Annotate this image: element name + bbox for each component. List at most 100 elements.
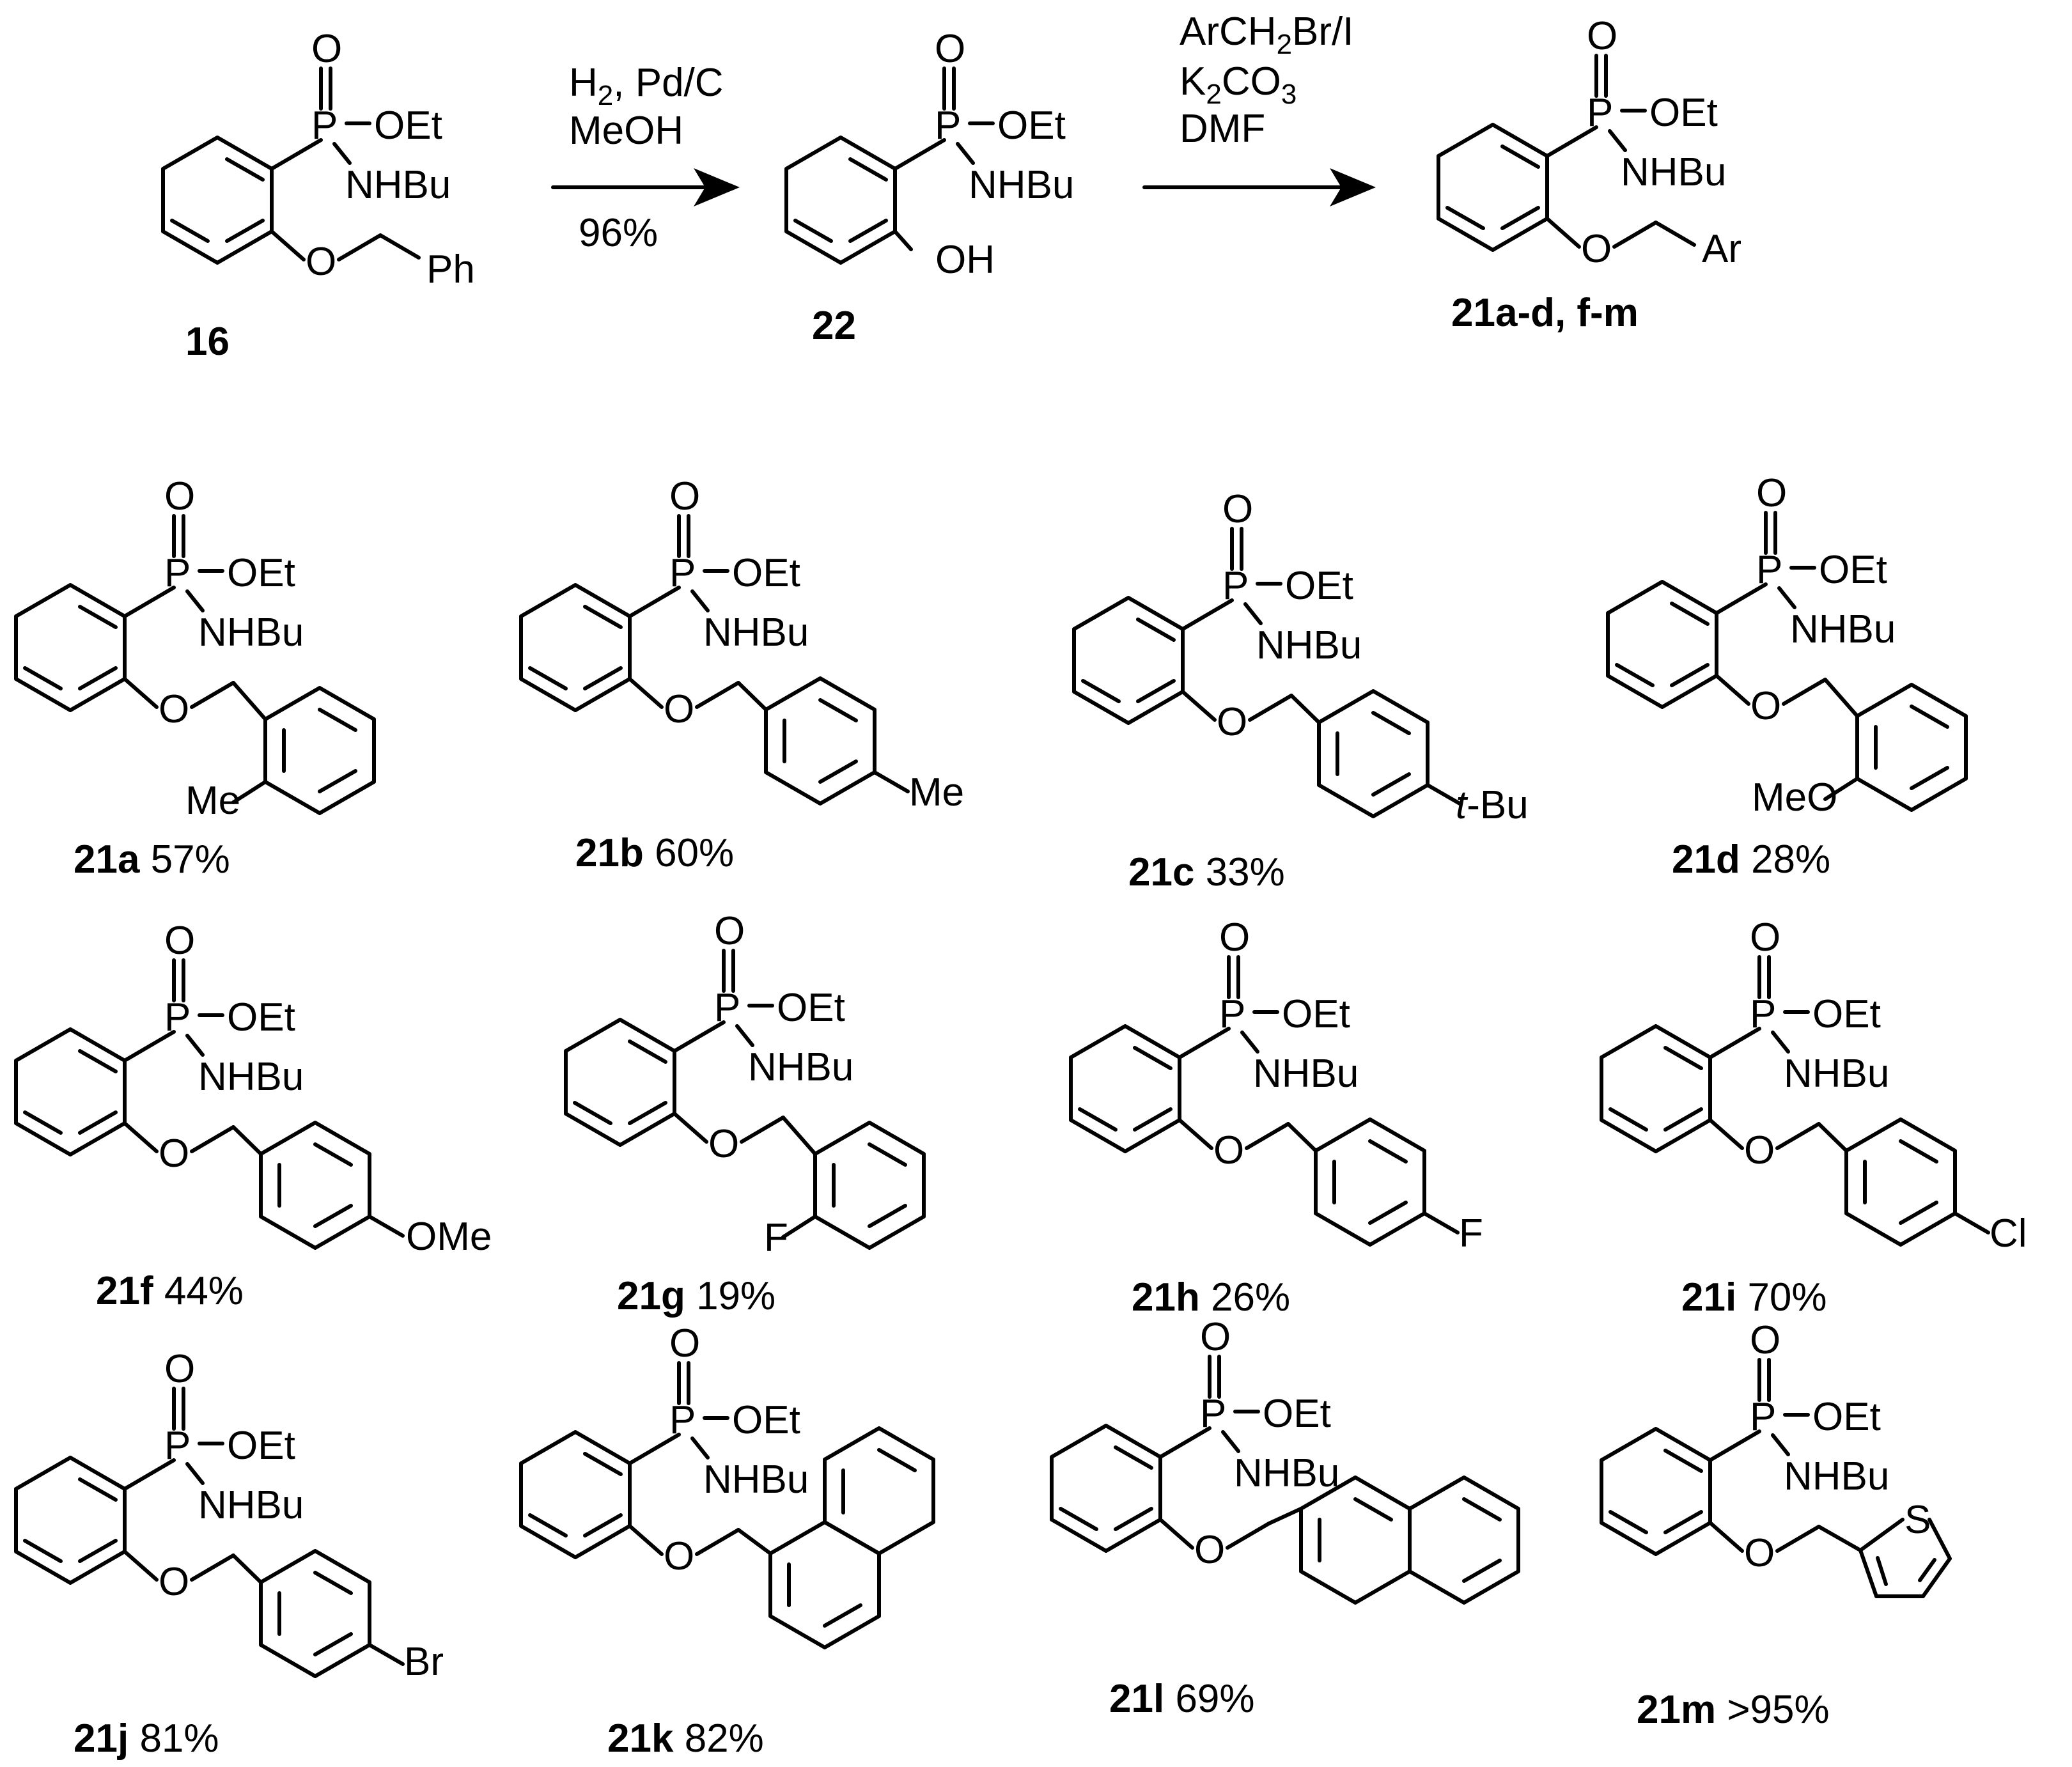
yield-step1: 96% bbox=[579, 211, 658, 255]
atom-o: O bbox=[664, 1534, 694, 1578]
atom-nhbu: NHBu bbox=[748, 1045, 853, 1089]
atom-o: O bbox=[1744, 1531, 1775, 1575]
product-21a: O P OEt NHBu O Me 21a 57% bbox=[16, 474, 374, 882]
product-label: 21k 82% bbox=[607, 1716, 764, 1761]
atom-nhbu: NHBu bbox=[1234, 1451, 1339, 1495]
atom-nhbu: NHBu bbox=[198, 611, 304, 655]
atom-oet: OEt bbox=[732, 551, 800, 595]
atom-oet: OEt bbox=[374, 104, 442, 148]
atom-nhbu: NHBu bbox=[1784, 1052, 1889, 1096]
product-21f: O P OEt NHBu O OMe 21f 44% bbox=[16, 919, 492, 1313]
atom-o: O bbox=[306, 240, 336, 284]
atom-o: O bbox=[1222, 487, 1253, 531]
product-label: 21c 33% bbox=[1128, 850, 1285, 894]
atom-nhbu: NHBu bbox=[1621, 150, 1726, 194]
product-21k: O P OEt NHBu O 21k 82% bbox=[521, 1321, 933, 1761]
atom-ph: Ph bbox=[426, 247, 475, 292]
atom-o: O bbox=[1581, 227, 1612, 271]
atom-oet: OEt bbox=[1819, 548, 1887, 592]
compound-16: O P OEt NHBu O Ph 16 bbox=[163, 27, 475, 364]
atom-o: O bbox=[159, 687, 189, 731]
atom-o: O bbox=[669, 1321, 700, 1366]
atom-nhbu: NHBu bbox=[703, 1458, 809, 1502]
atom-o: O bbox=[164, 1347, 195, 1391]
substituent: Me bbox=[185, 779, 240, 823]
compound-22: O P OEt NHBu OH 22 bbox=[786, 27, 1074, 348]
atom-o: O bbox=[1744, 1128, 1775, 1172]
product-label: 21h 26% bbox=[1132, 1275, 1290, 1319]
product-21b: O P OEt NHBu O Me 21b 60% bbox=[521, 474, 964, 875]
product-21g: O P OEt NHBu O F 21g 19% bbox=[566, 909, 924, 1318]
product-label: 21l 69% bbox=[1109, 1677, 1255, 1721]
solvent-meoh: MeOH bbox=[569, 109, 683, 153]
atom-oet: OEt bbox=[1812, 992, 1881, 1036]
product-21j: O P OEt NHBu O Br 21j 81% bbox=[16, 1347, 444, 1761]
atom-o: O bbox=[1587, 14, 1617, 58]
substituent: Me bbox=[909, 770, 964, 814]
atom-o: O bbox=[1219, 915, 1250, 960]
atom-o: O bbox=[1750, 915, 1780, 960]
substituent: t-Bu bbox=[1456, 783, 1529, 827]
substituent: Cl bbox=[1990, 1211, 2027, 1256]
atom-p: P bbox=[1219, 992, 1245, 1036]
atom-o: O bbox=[1194, 1528, 1225, 1572]
atom-oet: OEt bbox=[777, 986, 845, 1030]
atom-oet: OEt bbox=[227, 995, 295, 1039]
atom-oh: OH bbox=[935, 238, 995, 282]
arrow-step1: H2, Pd/C MeOH 96% bbox=[551, 61, 740, 255]
atom-p: P bbox=[714, 986, 740, 1030]
product-label: 21j 81% bbox=[74, 1716, 219, 1761]
atom-oet: OEt bbox=[227, 551, 295, 595]
atom-p: P bbox=[164, 551, 191, 595]
reagent-h2: H2, Pd/C bbox=[569, 61, 724, 111]
atom-nhbu: NHBu bbox=[969, 163, 1074, 207]
product-21m: O P OEt NHBu O S 21m >95% bbox=[1601, 1318, 1950, 1732]
atom-nhbu: NHBu bbox=[198, 1483, 304, 1527]
atom-p: P bbox=[1587, 91, 1613, 135]
substituent: F bbox=[764, 1216, 788, 1260]
product-21l: O P OEt NHBu O 21l 69% bbox=[1052, 1315, 1518, 1721]
atom-nhbu: NHBu bbox=[1256, 623, 1362, 667]
compound-21-general: O P OEt NHBu O Ar 21a-d, f-m bbox=[1438, 14, 1741, 335]
atom-oet: OEt bbox=[227, 1424, 295, 1468]
atom-o: O bbox=[1750, 684, 1781, 728]
product-label: 21m >95% bbox=[1637, 1688, 1830, 1732]
atom-o: O bbox=[311, 27, 342, 71]
atom-oet: OEt bbox=[1282, 992, 1350, 1036]
solvent-dmf: DMF bbox=[1180, 107, 1265, 151]
product-label: 21d 28% bbox=[1672, 837, 1830, 882]
atom-o: O bbox=[935, 27, 965, 71]
atom-oet: OEt bbox=[1649, 91, 1718, 135]
atom-o: O bbox=[708, 1122, 739, 1166]
compound-label: 21a-d, f-m bbox=[1451, 291, 1639, 335]
atom-oet: OEt bbox=[1285, 564, 1353, 608]
atom-o: O bbox=[159, 1560, 189, 1604]
atom-nhbu: NHBu bbox=[198, 1055, 304, 1099]
product-label: 21i 70% bbox=[1681, 1275, 1827, 1319]
product-21c: O P OEt NHBu O t-Bu 21c 33% bbox=[1074, 487, 1529, 894]
atom-p: P bbox=[1200, 1392, 1226, 1436]
atom-p: P bbox=[669, 1398, 696, 1442]
product-label: 21g 19% bbox=[617, 1274, 775, 1318]
product-21i: O P OEt NHBu O Cl 21i 70% bbox=[1601, 915, 2027, 1319]
atom-p: P bbox=[164, 995, 191, 1039]
atom-o: O bbox=[1213, 1128, 1244, 1172]
atom-o: O bbox=[664, 687, 694, 731]
compound-label: 16 bbox=[185, 320, 230, 364]
compound-label: 22 bbox=[812, 304, 856, 348]
atom-s: S bbox=[1905, 1498, 1931, 1542]
atom-p: P bbox=[1222, 564, 1249, 608]
atom-oet: OEt bbox=[1263, 1392, 1331, 1436]
atom-ar: Ar bbox=[1702, 227, 1741, 271]
substituent: MeO bbox=[1752, 775, 1837, 820]
substituent: F bbox=[1459, 1211, 1483, 1256]
atom-o: O bbox=[1217, 700, 1247, 744]
atom-oet: OEt bbox=[732, 1398, 800, 1442]
atom-nhbu: NHBu bbox=[1790, 607, 1896, 651]
atom-o: O bbox=[714, 909, 745, 953]
atom-nhbu: NHBu bbox=[1784, 1454, 1889, 1498]
atom-nhbu: NHBu bbox=[1253, 1052, 1359, 1096]
product-label: 21b 60% bbox=[575, 831, 734, 875]
atom-nhbu: NHBu bbox=[345, 163, 451, 207]
